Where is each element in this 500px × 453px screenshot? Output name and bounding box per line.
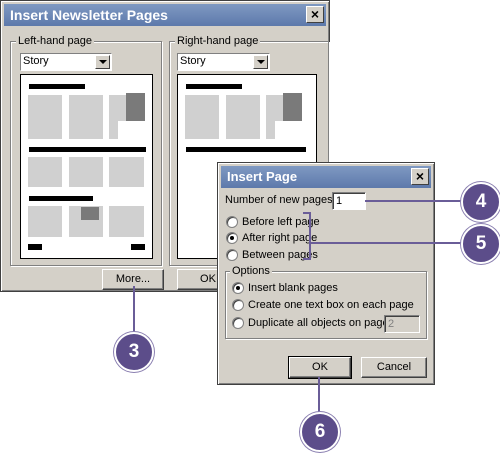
number-of-new-pages-input[interactable]: 1 (332, 192, 366, 210)
callout-6: 6 (300, 412, 340, 452)
insert-page-cancel-button[interactable]: Cancel (361, 357, 427, 378)
callout-5-bracket (309, 212, 311, 260)
right-page-select[interactable]: Story (177, 53, 270, 71)
before-left-page-label: Before left page (242, 216, 320, 228)
callout-3-leader (133, 286, 135, 334)
callout-6-leader (318, 377, 320, 413)
callout-5-bracket-bottom (303, 258, 311, 260)
callout-5: 5 (461, 224, 500, 264)
insert-blank-pages-label: Insert blank pages (248, 282, 338, 294)
callout-6-number: 6 (314, 421, 326, 442)
right-hand-page-label: Right-hand page (175, 35, 261, 47)
callout-4-leader (365, 200, 461, 202)
options-group (225, 271, 427, 339)
callout-4-number: 4 (475, 191, 487, 212)
callout-5-bracket-top (303, 212, 311, 214)
callout-5-leader (311, 242, 461, 244)
options-group-label: Options (230, 265, 272, 277)
insert-page-ok-label: OK (312, 361, 328, 373)
insert-page-dialog: Insert Page × Number of new pages: 1 Bef… (217, 162, 435, 385)
insert-page-cancel-label: Cancel (376, 361, 412, 373)
left-hand-page-label: Left-hand page (16, 35, 95, 47)
close-icon[interactable]: × (306, 6, 324, 23)
insert-page-ok-button[interactable]: OK (288, 356, 352, 379)
newsletter-dialog-title: Insert Newsletter Pages (10, 7, 168, 23)
more-button-label: More... (115, 273, 151, 285)
duplicate-objects-radio[interactable] (232, 317, 244, 329)
number-of-new-pages-value: 1 (336, 195, 343, 207)
left-page-preview (20, 74, 153, 259)
after-right-page-radio[interactable] (226, 232, 238, 244)
insert-blank-pages-radio[interactable] (232, 282, 244, 294)
callout-5-number: 5 (475, 233, 487, 254)
left-page-select-value: Story (23, 55, 49, 67)
between-pages-radio[interactable] (226, 249, 238, 261)
newsletter-ok-label: OK (200, 273, 216, 285)
close-icon[interactable]: × (411, 168, 429, 185)
chevron-down-icon[interactable] (95, 55, 110, 69)
insert-page-titlebar: Insert Page × (221, 166, 431, 188)
insert-page-title: Insert Page (227, 169, 298, 184)
callout-3-number: 3 (128, 341, 140, 362)
create-text-box-label: Create one text box on each page (248, 299, 414, 311)
callout-3: 3 (114, 332, 154, 372)
duplicate-objects-label: Duplicate all objects on page: (248, 317, 392, 329)
newsletter-dialog-titlebar: Insert Newsletter Pages × (4, 4, 326, 26)
right-page-select-value: Story (180, 55, 206, 67)
chevron-down-icon[interactable] (253, 55, 268, 69)
callout-4: 4 (461, 182, 500, 222)
duplicate-page-number-value: 2 (388, 318, 395, 330)
between-pages-label: Between pages (242, 249, 318, 261)
after-right-page-label: After right page (242, 232, 318, 244)
duplicate-page-number-input[interactable]: 2 (384, 315, 420, 333)
create-text-box-radio[interactable] (232, 299, 244, 311)
number-of-new-pages-label: Number of new pages: (225, 194, 336, 206)
before-left-page-radio[interactable] (226, 216, 238, 228)
left-page-select[interactable]: Story (20, 53, 112, 71)
more-button[interactable]: More... (102, 269, 164, 290)
